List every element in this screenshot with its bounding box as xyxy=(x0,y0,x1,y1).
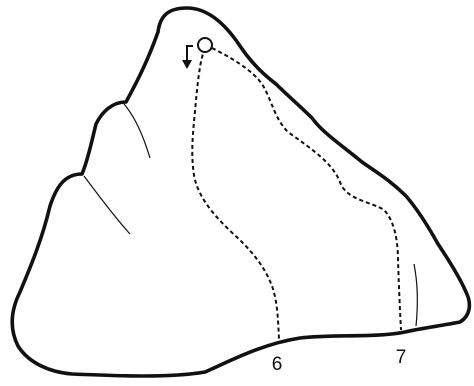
rock-feature-line xyxy=(414,264,417,326)
route-line-7[interactable] xyxy=(212,48,401,330)
route-number-6: 6 xyxy=(272,354,283,375)
lower-off-arrow-icon xyxy=(187,46,193,60)
rock-feature-line xyxy=(84,176,130,234)
rock-feature-line xyxy=(124,104,150,158)
route-number-7: 7 xyxy=(396,347,407,368)
lower-off-arrowhead xyxy=(182,60,192,69)
ring-anchor-icon xyxy=(198,38,212,52)
